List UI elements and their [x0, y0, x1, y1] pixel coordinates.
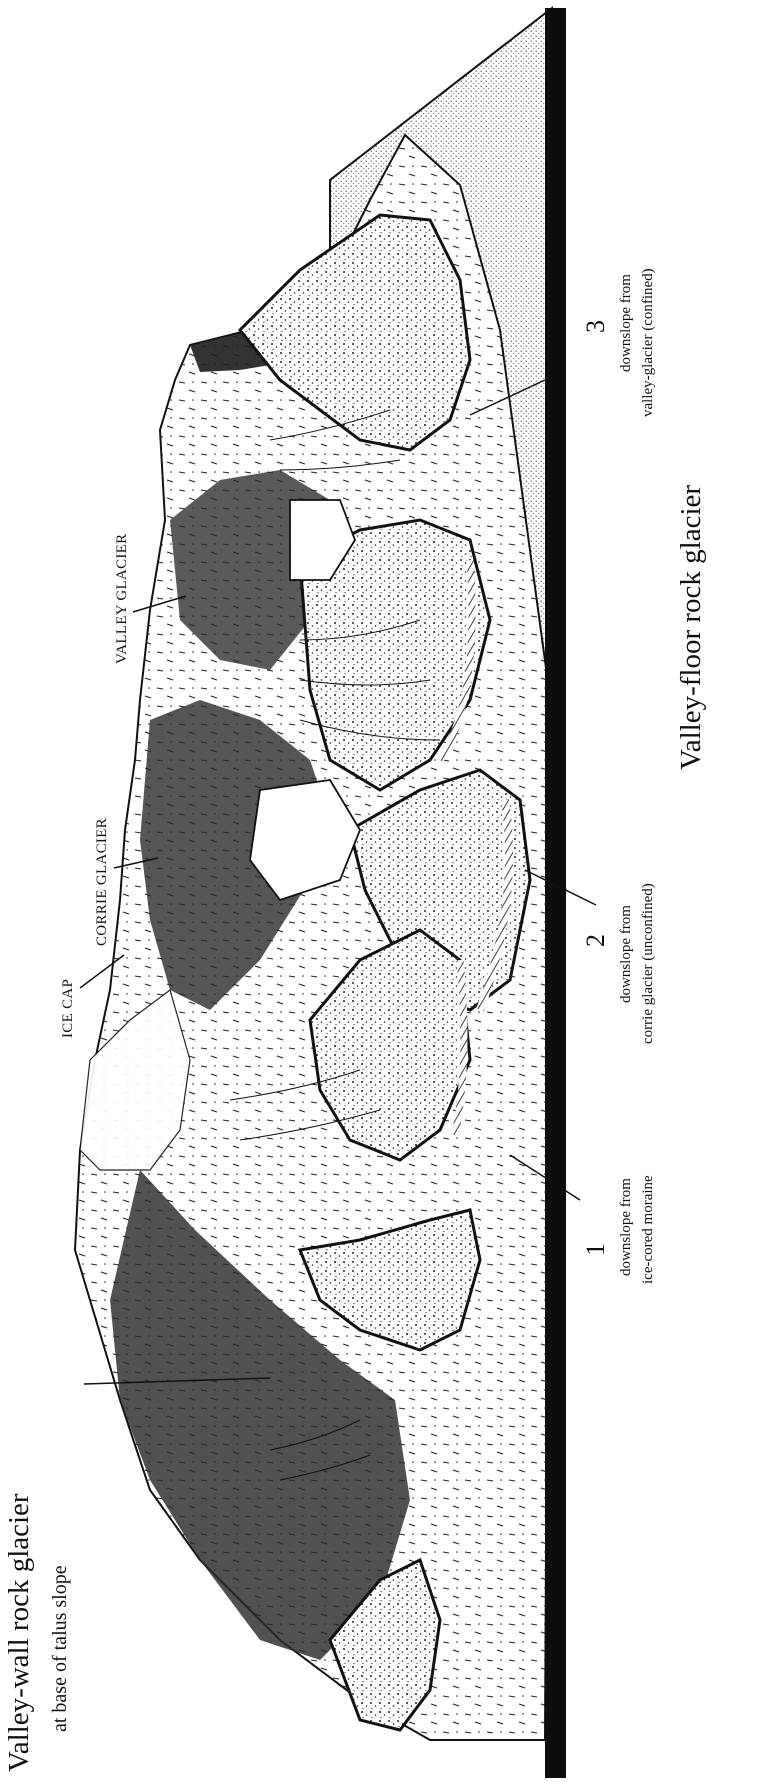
valley-wall-title: Valley-wall rock glacier — [3, 1493, 35, 1772]
corrie-glacier-label: CORRIE GLACIER — [94, 818, 110, 946]
type-3-number: 3 — [581, 320, 610, 333]
landscape-block — [75, 8, 566, 1778]
type-1-line1: downslope from — [618, 1178, 634, 1276]
type-2-line1: downslope from — [618, 905, 634, 1003]
valley-wall-subtitle: at base of talus slope — [49, 1565, 71, 1732]
type-3-line2: valley-glacier (confined) — [640, 268, 656, 417]
valley-floor-title: Valley-floor rock glacier — [675, 485, 707, 770]
type-3-line1: downslope from — [618, 274, 634, 372]
valley-glacier-label: VALLEY GLACIER — [114, 534, 130, 664]
block-base-bar — [546, 8, 566, 1778]
type-2-number: 2 — [581, 934, 610, 947]
type-2-line2: corrie glacier (unconfined) — [640, 883, 656, 1044]
type-1-number: 1 — [581, 1243, 610, 1256]
ice-cap-label: ICE CAP — [60, 979, 76, 1038]
type-1-line2: ice-cored moraine — [640, 1175, 656, 1284]
